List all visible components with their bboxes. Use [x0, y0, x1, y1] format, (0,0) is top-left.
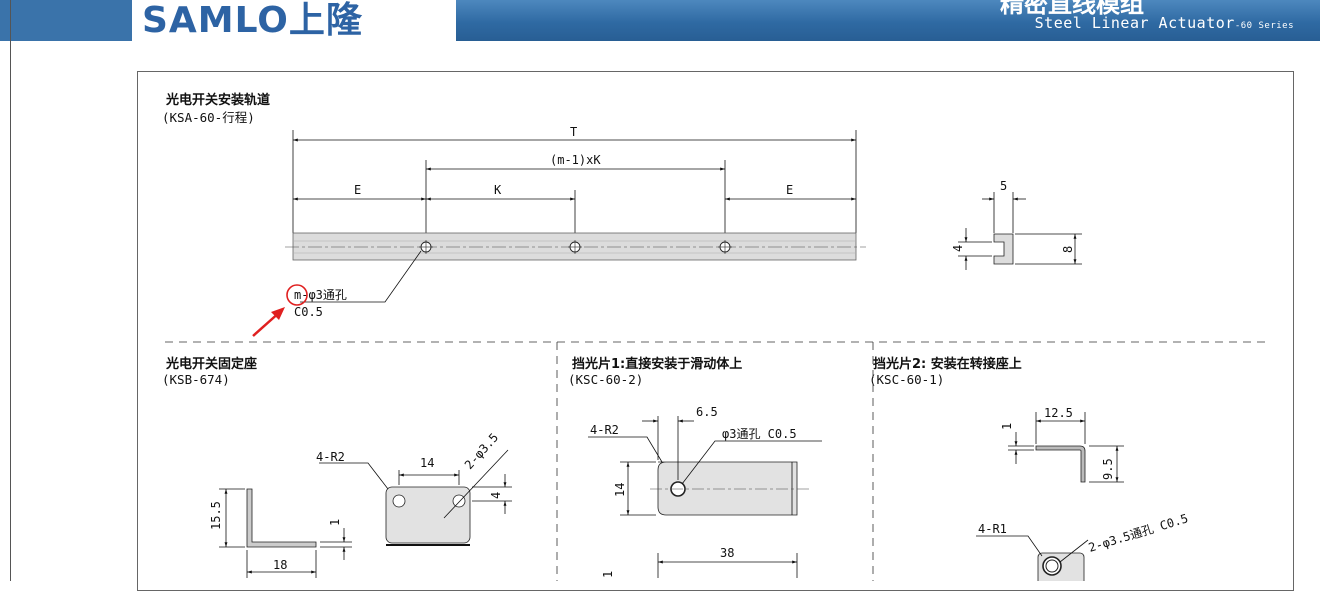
dim-total-label: T: [570, 125, 577, 139]
dim-end-left-label: E: [354, 183, 361, 197]
seat-pitch-label: 14: [420, 456, 434, 470]
profile-height-label: 8: [1061, 246, 1075, 253]
shield1-radius-label: 4-R2: [590, 423, 619, 437]
seat-radius-label: 4-R2: [316, 450, 345, 464]
dim-end-right-label: E: [786, 183, 793, 197]
dim-pitch-label: K: [494, 183, 502, 197]
shield1-thickness-label: 1: [601, 571, 615, 578]
seat-thickness-label: 1: [328, 519, 342, 526]
chamfer-note: C0.5: [294, 305, 323, 319]
seat-offset-label: 4: [489, 492, 503, 499]
seat-holes-label: 2-φ3.5: [462, 430, 501, 472]
rail-profile: [958, 192, 1082, 270]
shield1-hole-note: φ3通孔 C0.5: [722, 427, 797, 441]
hole-note: m-φ3通孔: [294, 288, 347, 302]
dim-pitch-total-label: (m-1)xK: [550, 153, 601, 167]
shield1-width-label: 14: [613, 483, 627, 497]
shield2-width-label: 12.5: [1044, 406, 1073, 420]
profile-width-label: 5: [1000, 179, 1007, 193]
shield2-thickness-label: 1: [1000, 423, 1014, 430]
shield2-height-label: 9.5: [1101, 458, 1115, 480]
profile-slot-label: 4: [951, 245, 965, 252]
shield2-drawing: [976, 412, 1124, 581]
seat-length-label: 18: [273, 558, 287, 572]
rail-dimensions: [293, 130, 856, 240]
shield1-length-label: 38: [720, 546, 734, 560]
shield2-radius-label: 4-R1: [978, 522, 1007, 536]
shield2-hole-note: 2-φ3.5通孔 C0.5: [1087, 511, 1190, 555]
seat-height-label: 15.5: [209, 501, 223, 530]
shield1-holepos-label: 6.5: [696, 405, 718, 419]
